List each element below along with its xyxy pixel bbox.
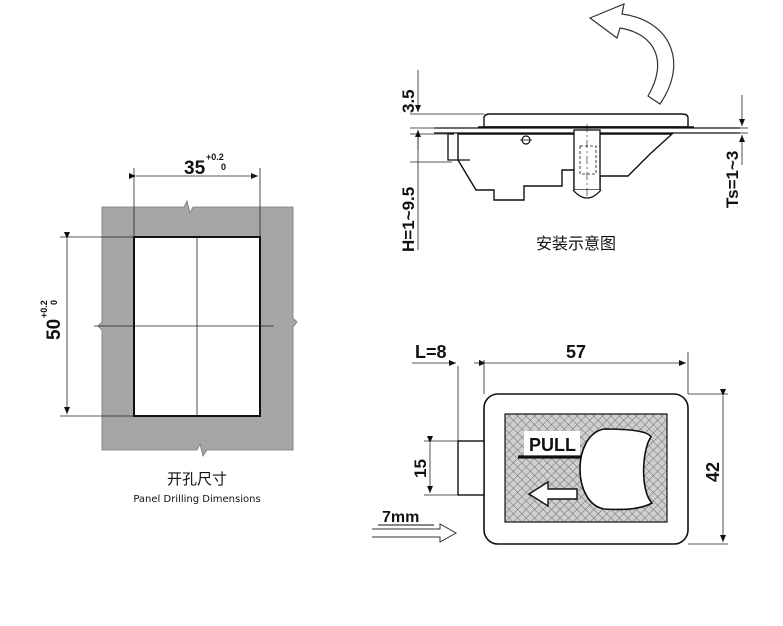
direction-arrow-icon bbox=[527, 480, 578, 508]
height-dimension-value: 50 bbox=[44, 319, 65, 340]
installation-dim-h: H=1~9.5 bbox=[399, 187, 418, 252]
installation-caption-cn: 安装示意图 bbox=[536, 234, 616, 253]
latch-body bbox=[457, 133, 674, 201]
height-tolerance-lower: 0 bbox=[49, 300, 59, 305]
front-view: PULL 57 L=8 42 15 7mm bbox=[372, 342, 728, 545]
front-dim-l: L=8 bbox=[415, 342, 447, 362]
front-dim-width: 57 bbox=[566, 342, 586, 362]
width-tolerance-upper: +0.2 bbox=[206, 152, 224, 162]
rotation-arrow-icon bbox=[588, 3, 675, 105]
width-dimension-value: 35 bbox=[184, 158, 206, 179]
pull-label: PULL bbox=[529, 435, 576, 455]
travel-arrow-icon bbox=[372, 523, 458, 543]
installation-view: 3.5 H=1~9.5 Ts=1~3 安装示意图 bbox=[399, 3, 748, 253]
latch-flange bbox=[483, 113, 689, 128]
panel-caption-en: Panel Drilling Dimensions bbox=[133, 494, 260, 505]
push-button bbox=[457, 440, 485, 496]
width-tolerance-lower: 0 bbox=[221, 162, 226, 172]
height-tolerance-upper: +0.2 bbox=[39, 300, 49, 318]
installation-dim-top: 3.5 bbox=[399, 89, 418, 113]
front-dim-button: 15 bbox=[411, 459, 430, 478]
panel-caption-cn: 开孔尺寸 bbox=[167, 470, 227, 488]
panel-drilling-view: 35 +0.2 0 50 +0.2 0 开孔尺寸 Panel Drilling … bbox=[39, 152, 298, 505]
front-dim-travel: 7mm bbox=[382, 509, 419, 526]
front-dim-height: 42 bbox=[703, 462, 723, 482]
installation-dim-ts: Ts=1~3 bbox=[723, 151, 742, 208]
finger-recess bbox=[579, 428, 654, 511]
